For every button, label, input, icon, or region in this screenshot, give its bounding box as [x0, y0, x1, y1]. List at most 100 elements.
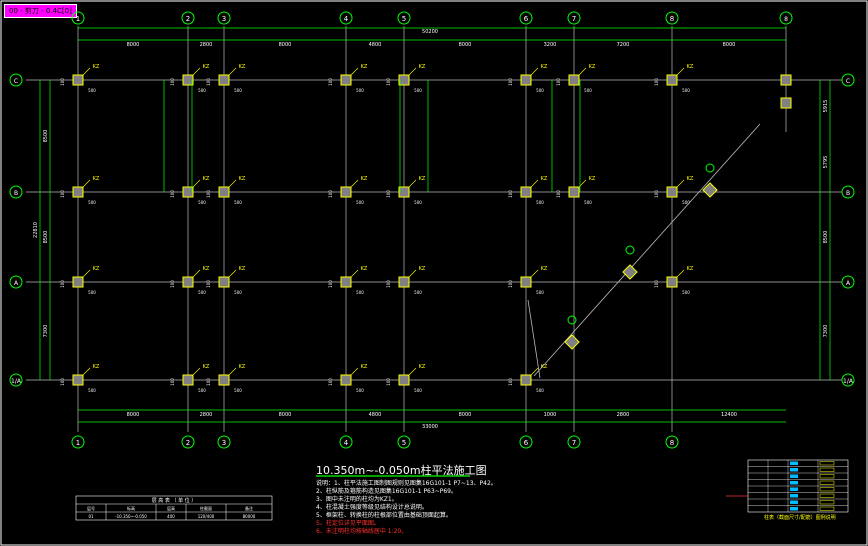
column-dim: 100: [170, 78, 175, 86]
legend-swatch: [819, 467, 835, 472]
axis-bubble: [665, 435, 679, 449]
column-symbol: [72, 276, 84, 288]
column-dim: 500: [536, 290, 544, 295]
axis-label-x: 3: [222, 439, 226, 447]
column-tag: KZ: [687, 176, 694, 182]
axis-label-x: 1: [76, 439, 80, 447]
column-dim: 500: [88, 388, 96, 393]
column-leader: [408, 367, 417, 376]
column-dim: 500: [198, 88, 206, 93]
column-dim: 500: [88, 88, 96, 93]
axis-bubble: [567, 315, 577, 325]
column-dim: 500: [414, 388, 422, 393]
dimension-text: 7300: [823, 325, 829, 338]
axis-bubble: [339, 11, 353, 25]
column-dim: 100: [386, 190, 391, 198]
axis-bubble: [217, 435, 231, 449]
axis-label-x: 8: [670, 15, 674, 23]
axis-label-y: B: [846, 190, 850, 197]
column-tag: KZ: [541, 176, 548, 182]
column-symbol: [702, 182, 718, 198]
column-dim: 500: [414, 200, 422, 205]
axis-bubble: [339, 435, 353, 449]
column-symbol: [182, 276, 194, 288]
column-leader: [82, 67, 91, 76]
column-leader: [228, 179, 237, 188]
column-leader: [192, 367, 201, 376]
column-tag: KZ: [203, 176, 210, 182]
legend-swatch: [819, 500, 835, 505]
column-symbol: [218, 74, 230, 86]
dimension-text: 1000: [544, 412, 557, 418]
column-dim: 500: [356, 88, 364, 93]
table-cell: 120/400: [198, 514, 215, 519]
diagonal-axis: [533, 123, 761, 377]
axis-bubble: [9, 373, 23, 387]
table-cell: -10.350~-0.050: [115, 514, 147, 519]
axis-bubble: [567, 435, 581, 449]
column-leader: [676, 269, 685, 278]
drawing-title: 10.350m~-0.050m柱平法施工图: [316, 462, 487, 478]
column-tag: KZ: [203, 64, 210, 70]
dimension-text: 8000: [459, 412, 472, 418]
axis-bubble: [71, 11, 85, 25]
table-cell: 80000: [243, 514, 256, 519]
column-tag: KZ: [687, 266, 694, 272]
column-leader: [228, 269, 237, 278]
column-symbol: [780, 97, 792, 109]
axis-bubble: [841, 373, 855, 387]
column-dim: 500: [198, 388, 206, 393]
column-leader: [192, 179, 201, 188]
column-dim: 100: [386, 78, 391, 86]
axis-bubble: [841, 73, 855, 87]
column-symbol: [340, 374, 352, 386]
column-symbol: [72, 74, 84, 86]
legend-swatch: [790, 500, 798, 504]
column-symbol: [340, 74, 352, 86]
dimension-text: 50200: [422, 29, 438, 35]
column-symbol: [398, 74, 410, 86]
column-symbol: [340, 276, 352, 288]
legend-swatch: [790, 481, 798, 485]
axis-label-x: 2: [186, 15, 190, 23]
axis-label-y: B: [14, 190, 18, 197]
table-header: 层高: [167, 505, 175, 511]
column-symbol: [666, 276, 678, 288]
dimension-text: 7200: [617, 42, 630, 48]
column-tag: KZ: [93, 364, 100, 370]
dimension-text: 2800: [617, 412, 630, 418]
column-leader: [350, 67, 359, 76]
column-leader: [350, 367, 359, 376]
dimension-text: 12400: [721, 412, 737, 418]
axis-label-x: 8: [784, 16, 788, 23]
dimension-text: 8000: [279, 42, 292, 48]
column-dim: 500: [88, 290, 96, 295]
axis-label-x: 4: [344, 15, 349, 23]
column-leader: [530, 367, 539, 376]
axis-bubble: [519, 11, 533, 25]
column-tag: KZ: [419, 64, 426, 70]
drawing-tab-label[interactable]: 00 - 剪刀 - 0.4C[0]: [4, 4, 77, 18]
dimension-text: 8000: [279, 412, 292, 418]
column-dim: 500: [234, 388, 242, 393]
dimension-text: 2800: [200, 412, 213, 418]
column-dim: 100: [556, 78, 561, 86]
axis-label-x: 5: [402, 15, 406, 23]
column-dim: 500: [356, 290, 364, 295]
axis-label-x: 6: [524, 15, 529, 23]
column-tag: KZ: [361, 64, 368, 70]
column-symbol: [218, 276, 230, 288]
table-cell: 400: [167, 514, 175, 519]
column-dim: 500: [414, 290, 422, 295]
axis-bubble: [519, 435, 533, 449]
dimension-text: 5915: [823, 100, 829, 113]
column-dim: 100: [328, 280, 333, 288]
axis-bubble: [397, 11, 411, 25]
column-leader: [82, 367, 91, 376]
note-line: 5、框架柱、转换柱的柱根部位置由基础顶面起算。: [316, 512, 452, 519]
column-leader: [82, 179, 91, 188]
column-leader: [578, 67, 587, 76]
column-symbol: [666, 74, 678, 86]
axis-bubble: [9, 185, 23, 199]
